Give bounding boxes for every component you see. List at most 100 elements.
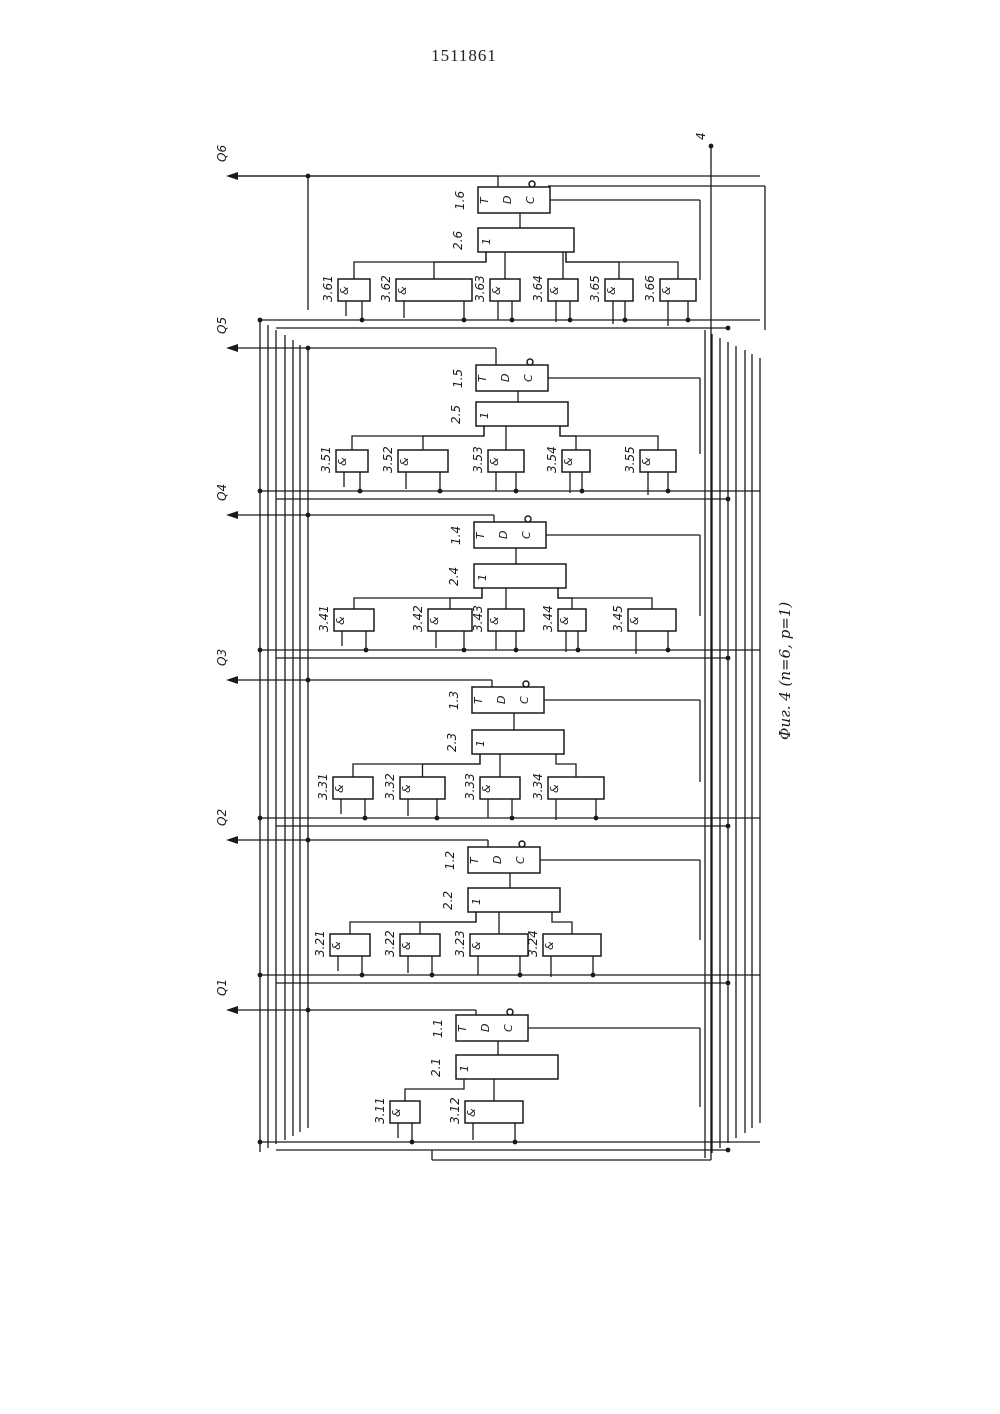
- junction-dot: [258, 973, 263, 978]
- inverted-clock-marker: [525, 516, 531, 522]
- output-arrow: [226, 836, 238, 844]
- and-gate-label: 3.55: [623, 446, 637, 473]
- or-symbol: 1: [470, 898, 483, 905]
- and-symbol: &: [488, 616, 501, 625]
- and-gate-label: 3.43: [471, 605, 485, 632]
- flipflop-label: 1.2: [443, 851, 457, 870]
- or-symbol: 1: [478, 412, 491, 419]
- or-gate-2.1: [456, 1055, 558, 1079]
- and-symbol: &: [330, 941, 343, 950]
- and-symbol: &: [428, 616, 441, 625]
- and-gate-label: 3.11: [373, 1097, 387, 1124]
- output-label-Q2: Q2: [215, 809, 229, 826]
- and-to-or-wire: [556, 754, 576, 777]
- or-gate-label: 2.1: [429, 1058, 443, 1077]
- flipflop-label: 1.1: [431, 1019, 445, 1038]
- and-to-or-wire: [354, 252, 486, 279]
- pin-c-label: C: [524, 196, 537, 204]
- inverted-clock-marker: [519, 841, 525, 847]
- junction-dot: [258, 816, 263, 821]
- output-arrow: [226, 511, 238, 519]
- junction-dot: [726, 981, 731, 986]
- and-gate-label: 3.64: [531, 275, 545, 302]
- junction-dot: [258, 1140, 263, 1145]
- pin-d-label: D: [497, 531, 510, 539]
- output-label-Q1: Q1: [215, 979, 229, 996]
- figure-caption: Фиг. 4 (n=6, p=1): [776, 602, 794, 740]
- flipflop-label: 1.4: [449, 526, 463, 545]
- output-arrow: [226, 344, 238, 352]
- pin-d-label: D: [501, 196, 514, 204]
- or-gate-label: 2.3: [445, 733, 459, 752]
- junction-dot: [306, 346, 311, 351]
- and-gate-label: 3.44: [541, 605, 555, 632]
- junction-dot: [726, 656, 731, 661]
- pin-d-label: D: [479, 1024, 492, 1032]
- pin-c-label: C: [520, 531, 533, 539]
- and-gate-label: 3.23: [453, 930, 467, 957]
- and-gate-label: 3.24: [526, 930, 540, 957]
- junction-dot: [258, 489, 263, 494]
- input-4-label: 4: [694, 132, 708, 140]
- and-gate-label: 3.62: [379, 275, 393, 302]
- and-gate-label: 3.63: [473, 275, 487, 302]
- and-gate-label: 3.42: [411, 605, 425, 632]
- inverted-clock-marker: [507, 1009, 513, 1015]
- and-gate-label: 3.45: [611, 605, 625, 632]
- or-symbol: 1: [480, 238, 493, 245]
- and-symbol: &: [480, 784, 493, 793]
- and-symbol: &: [470, 941, 483, 950]
- and-symbol: &: [390, 1108, 403, 1117]
- flipflop-label: 1.6: [453, 191, 467, 210]
- pin-c-label: C: [522, 374, 535, 382]
- or-gate-label: 2.5: [449, 405, 463, 424]
- pin-c-label: C: [514, 856, 527, 864]
- and-gate-label: 3.12: [448, 1097, 462, 1124]
- output-label-Q5: Q5: [215, 317, 229, 334]
- and-symbol: &: [400, 941, 413, 950]
- and-symbol: &: [628, 616, 641, 625]
- junction-dot: [258, 648, 263, 653]
- and-gate-label: 3.61: [321, 275, 335, 302]
- or-gate-label: 2.6: [451, 231, 465, 250]
- component-layer: [330, 181, 696, 1123]
- and-symbol: &: [548, 784, 561, 793]
- or-symbol: 1: [474, 740, 487, 747]
- pin-c-label: C: [502, 1024, 515, 1032]
- inverted-clock-marker: [527, 359, 533, 365]
- or-gate-label: 2.2: [441, 891, 455, 910]
- and-gate-label: 3.34: [531, 773, 545, 800]
- and-symbol: &: [338, 286, 351, 295]
- and-symbol: &: [488, 457, 501, 466]
- junction-dot: [726, 326, 731, 331]
- and-gate-label: 3.66: [643, 275, 657, 302]
- and-to-or-wire: [566, 252, 678, 279]
- and-gate-label: 3.41: [317, 605, 331, 632]
- junction-dot: [258, 318, 263, 323]
- and-symbol: &: [548, 286, 561, 295]
- and-to-or-wire: [560, 426, 576, 450]
- pin-d-label: D: [499, 374, 512, 382]
- flipflop-label: 1.3: [447, 691, 461, 710]
- output-label-Q3: Q3: [215, 649, 229, 666]
- and-symbol: &: [333, 784, 346, 793]
- and-gate-label: 3.21: [313, 930, 327, 957]
- and-symbol: &: [465, 1108, 478, 1117]
- and-to-or-wire: [434, 252, 486, 279]
- output-label-Q6: Q6: [215, 145, 229, 162]
- and-to-or-wire: [353, 754, 480, 777]
- and-symbol: &: [605, 286, 618, 295]
- junction-dot: [709, 144, 714, 149]
- and-symbol: &: [398, 457, 411, 466]
- and-symbol: &: [490, 286, 503, 295]
- inverted-clock-marker: [529, 181, 535, 187]
- and-symbol: &: [640, 457, 653, 466]
- and-symbol: &: [660, 286, 673, 295]
- junction-dot: [726, 824, 731, 829]
- pin-c-label: C: [518, 696, 531, 704]
- and-symbol: &: [543, 941, 556, 950]
- and-to-or-wire: [352, 426, 484, 450]
- pin-d-label: D: [491, 856, 504, 864]
- and-gate-label: 3.65: [588, 275, 602, 302]
